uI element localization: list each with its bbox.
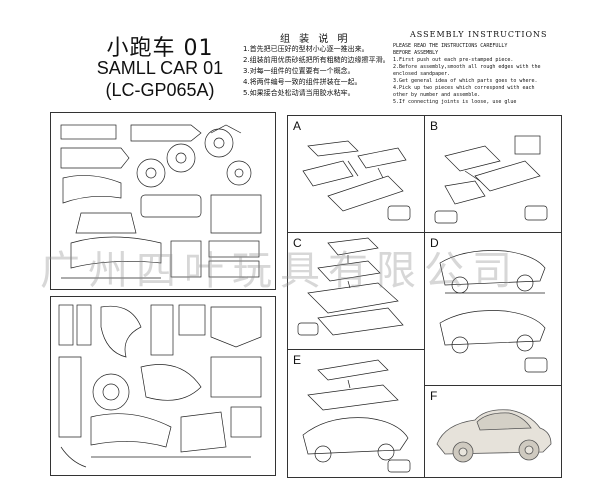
assembly-drawing-b bbox=[434, 135, 548, 224]
parts-sheet-2-drawing bbox=[58, 304, 262, 468]
assembly-drawing-d bbox=[439, 250, 548, 373]
company-watermark: 广州四叶玩具有限公司 bbox=[40, 248, 520, 294]
instruction-line-en: 3.Get general idea of which parts goes t… bbox=[393, 78, 538, 84]
product-title-en: SAMLL CAR 01 bbox=[96, 58, 224, 78]
assembly-drawing-c bbox=[297, 237, 404, 336]
assembly-drawing-e bbox=[302, 359, 411, 473]
instruction-line-en: BEFORE ASSEMBLY bbox=[393, 50, 439, 56]
instruction-line-en: PLEASE READ THE INSTRUCTIONS CAREFULLY bbox=[393, 43, 508, 49]
assembly-panel-c: C bbox=[287, 232, 425, 350]
finished-car-illustration bbox=[436, 409, 552, 463]
instruction-line-en: 1.First push out each pre-stamped piece. bbox=[393, 57, 514, 63]
instruction-line-en: other by number and assemble. bbox=[393, 92, 481, 98]
model-code: (LC-GP065A) bbox=[105, 80, 215, 100]
assembly-panel-d: D bbox=[424, 232, 562, 386]
assembly-panel-f: F bbox=[424, 385, 562, 478]
parts-sheet-1-drawing bbox=[60, 124, 262, 279]
assembly-panel-e: E bbox=[287, 349, 425, 478]
panel-label-f: F bbox=[430, 389, 438, 403]
instruction-line-en: 2.Before assembly,smooth all rough edges… bbox=[393, 64, 541, 70]
instruction-line-en: enclosed sandpaper. bbox=[393, 71, 451, 77]
instruction-step-cn: 1.首先把已压好的型材小心逐一推出来。 bbox=[243, 45, 369, 53]
instructions-heading-en: ASSEMBLY INSTRUCTIONS bbox=[410, 30, 548, 39]
assembly-panel-b: B bbox=[424, 115, 562, 233]
instructions-heading-cn: 组 装 说 明 bbox=[280, 34, 351, 45]
panel-label-b: B bbox=[430, 119, 439, 133]
instruction-line-en: 4.Pick up two pieces which correspond wi… bbox=[393, 85, 535, 91]
parts-sheet-1 bbox=[50, 112, 276, 290]
panel-label-e: E bbox=[293, 353, 302, 367]
panel-label-a: A bbox=[293, 119, 302, 133]
product-title-cn: 小跑车 01 bbox=[106, 36, 214, 61]
instructions-list-en: PLEASE READ THE INSTRUCTIONS CAREFULLY B… bbox=[393, 43, 553, 106]
instructions-list-cn: 1.首先把已压好的型材小心逐一推出来。 2.组装前用优质砂纸把所有粗糙的边缘擦平… bbox=[243, 44, 393, 99]
assembly-drawing-a bbox=[302, 140, 411, 221]
instruction-step-cn: 3.对每一组件的位置要有一个概念。 bbox=[243, 67, 355, 75]
instruction-step-cn: 2.组装前用优质砂纸把所有粗糙的边缘擦平滑。 bbox=[243, 56, 390, 64]
instruction-step-cn: 4.将两件编号一致的组件拼装在一起。 bbox=[243, 78, 362, 86]
instruction-line-en: 5.If connecting joints is loose, use glu… bbox=[393, 99, 517, 105]
instruction-step-cn: 5.如果接合处松动请当用胶水粘牢。 bbox=[243, 89, 355, 97]
parts-sheet-2 bbox=[50, 296, 276, 476]
panel-label-d: D bbox=[430, 236, 439, 250]
panel-label-c: C bbox=[293, 236, 302, 250]
assembly-panel-a: A bbox=[287, 115, 425, 233]
